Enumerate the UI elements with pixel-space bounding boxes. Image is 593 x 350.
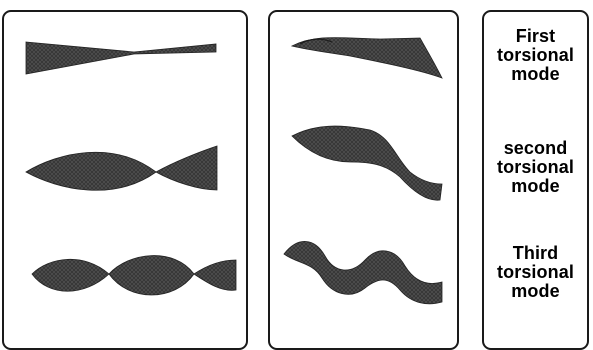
label-line: second — [484, 139, 587, 158]
front-view-panel — [2, 10, 248, 350]
mode-labels-panel: First torsional mode second torsional mo… — [482, 10, 589, 350]
label-line: mode — [484, 282, 587, 301]
second-mode-iso-shape — [292, 126, 442, 200]
isometric-view-panel — [268, 10, 459, 350]
second-torsional-mode-label: second torsional mode — [484, 139, 587, 196]
first-mode-front-shape — [26, 42, 216, 74]
label-line: torsional — [484, 263, 587, 282]
first-mode-iso-shape — [292, 38, 442, 78]
label-line: mode — [484, 65, 587, 84]
third-mode-front-shape — [32, 256, 236, 295]
isometric-view-shapes — [270, 12, 457, 348]
label-line: mode — [484, 177, 587, 196]
label-line: First — [484, 27, 587, 46]
third-mode-iso-shape — [284, 241, 442, 303]
third-torsional-mode-label: Third torsional mode — [484, 244, 587, 301]
label-line: torsional — [484, 46, 587, 65]
label-line: torsional — [484, 158, 587, 177]
front-view-shapes — [4, 12, 246, 348]
second-mode-front-shape — [26, 146, 217, 190]
first-torsional-mode-label: First torsional mode — [484, 27, 587, 84]
label-line: Third — [484, 244, 587, 263]
